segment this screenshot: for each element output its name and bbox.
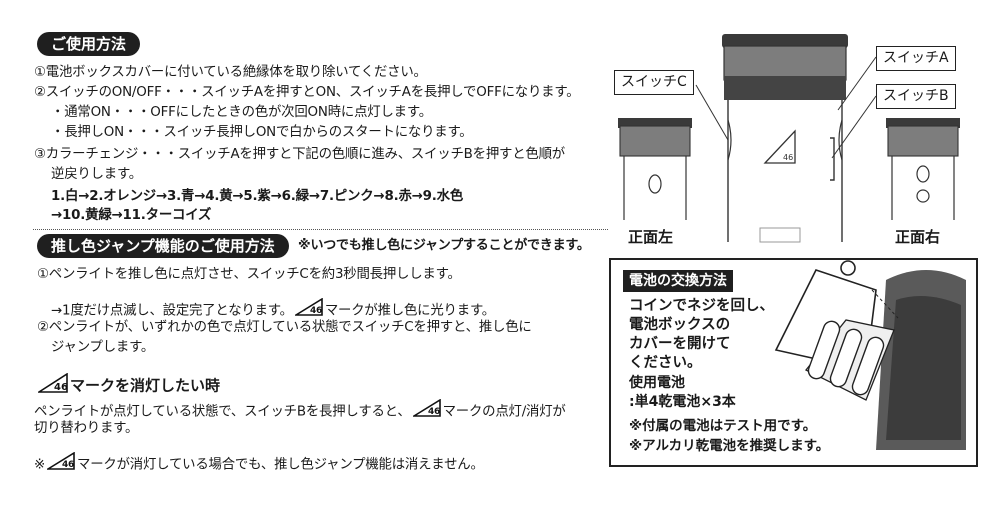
usage-step-3-cont: 逆戻りします。	[51, 167, 142, 182]
front-right-label: 正面右	[895, 228, 941, 246]
jump-section-title: 推し色ジャンプ機能のご使用方法	[37, 234, 289, 258]
mark-note-text: マークが消灯している場合でも、推し色ジャンプ機能は消えません。	[77, 457, 484, 473]
mark-46-icon: 46	[45, 451, 75, 477]
penlight-diagram: 46	[618, 34, 960, 243]
mark-46-icon: 46	[36, 372, 68, 399]
battery-type-label: 使用電池	[629, 375, 685, 391]
color-order-line-2: →10.黄緑→11.ターコイズ	[51, 208, 212, 223]
battery-type-value: :単4乾電池×3本	[629, 394, 736, 410]
mark-note-prefix: ※	[34, 457, 46, 473]
usage-step-3: ③カラーチェンジ・・・スイッチAを押すと下記の色順に進み、スイッチBを押すと色順…	[34, 147, 565, 162]
switch-b-label: スイッチB	[876, 84, 956, 109]
battery-line-4: ください。	[629, 355, 702, 371]
penlight-left-illustration	[618, 118, 692, 220]
switch-a-label: スイッチA	[876, 46, 956, 71]
penlight-center-illustration: 46	[722, 34, 848, 243]
jump-step-2-cont: ジャンプします。	[51, 340, 155, 355]
jump-result-text: →1度だけ点滅し、設定完了となります。	[51, 303, 293, 319]
svg-text:46: 46	[54, 382, 68, 393]
mark-line-1-text-2: マークの点灯/消灯が	[442, 404, 566, 420]
mark-line-1-text: ペンライトが点灯している状態で、スイッチBを長押しすると、	[34, 404, 411, 420]
penlight-right-illustration	[886, 118, 960, 220]
battery-line-3: カバーを開けて	[629, 336, 731, 352]
battery-note-2: ※アルカリ乾電池を推奨します。	[629, 438, 830, 454]
usage-step-2-normal: ・通常ON・・・OFFにしたときの色が次回ON時に点灯します。	[51, 105, 432, 120]
mark-46-icon: 46	[293, 297, 323, 323]
usage-section-title: ご使用方法	[37, 32, 141, 56]
battery-line-1: コインでネジを回し、	[629, 298, 774, 314]
battery-illustration	[774, 260, 966, 450]
jump-note: ※いつでも推し色にジャンプすることができます。	[298, 238, 590, 253]
svg-text:46: 46	[62, 460, 74, 470]
usage-step-2-long: ・長押しON・・・スイッチ長押しONで白からのスタートになります。	[51, 125, 473, 140]
color-order-line-1: 1.白→2.オレンジ→3.青→4.黄→5.紫→6.緑→7.ピンク→8.赤→9.水…	[51, 189, 464, 204]
battery-title: 電池の交換方法	[623, 270, 733, 292]
mark-heading-text: マークを消灯したい時	[70, 376, 221, 395]
front-left-label: 正面左	[628, 228, 674, 246]
mark-46-icon: 46	[410, 398, 441, 424]
battery-note-1: ※付属の電池はテスト用です。	[629, 418, 817, 434]
svg-text:46: 46	[783, 153, 793, 162]
svg-text:46: 46	[310, 306, 322, 316]
switch-c-label: スイッチC	[614, 70, 694, 95]
mark-line-2: 切り替わります。	[34, 421, 139, 436]
jump-step-2: ②ペンライトが、いずれかの色で点灯している状態でスイッチCを押すと、推し色に	[37, 320, 532, 335]
jump-step-1: ①ペンライトを推し色に点灯させ、スイッチCを約3秒間長押しします。	[37, 267, 461, 282]
jump-result-text-2: マークが推し色に光ります。	[324, 303, 495, 319]
battery-line-2: 電池ボックスの	[629, 317, 731, 333]
usage-step-1: ①電池ボックスカバーに付いている絶縁体を取り除いてください。	[34, 65, 427, 80]
section-divider	[33, 229, 608, 230]
usage-step-2: ②スイッチのON/OFF・・・スイッチAを押すとON、スイッチAを長押しでOFF…	[34, 85, 580, 100]
svg-text:46: 46	[428, 407, 440, 417]
